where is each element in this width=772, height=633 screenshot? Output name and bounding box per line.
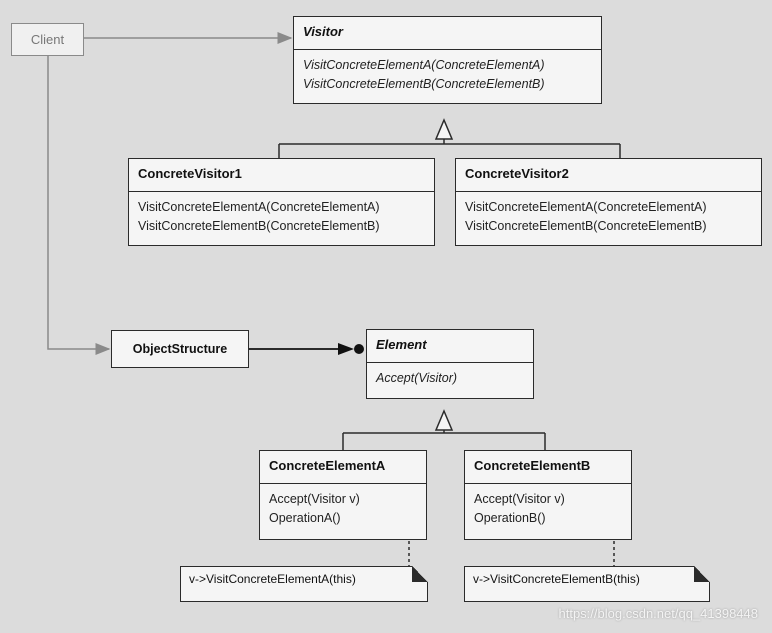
note-fold-corner — [694, 566, 710, 582]
client-to-objectstructure-arrow — [47, 56, 111, 355]
visitor-operation: VisitConcreteElementB(ConcreteElementB) — [303, 77, 545, 91]
concrete-element-b-operation: Accept(Visitor v) — [474, 492, 565, 506]
element-class: Element Accept(Visitor) — [366, 329, 534, 399]
concrete-element-b-operations: Accept(Visitor v) OperationB() — [465, 484, 631, 528]
concrete-visitor2-operation: VisitConcreteElementB(ConcreteElementB) — [465, 219, 707, 233]
concrete-element-b-class: ConcreteElementB Accept(Visitor v) Opera… — [464, 450, 632, 540]
concrete-visitor1-operations: VisitConcreteElementA(ConcreteElementA) … — [129, 192, 434, 236]
concrete-visitor1-name: ConcreteVisitor1 — [129, 159, 434, 192]
concrete-visitor2-operations: VisitConcreteElementA(ConcreteElementA) … — [456, 192, 761, 236]
watermark: https://blog.csdn.net/qq_41398448 — [558, 606, 759, 621]
object-structure-label: ObjectStructure — [132, 342, 228, 356]
concrete-visitor2-class: ConcreteVisitor2 VisitConcreteElementA(C… — [455, 158, 762, 246]
concrete-element-a-note: v->VisitConcreteElementA(this) — [180, 566, 428, 602]
concrete-visitor1-class: ConcreteVisitor1 VisitConcreteElementA(C… — [128, 158, 435, 246]
concrete-visitor2-operation: VisitConcreteElementA(ConcreteElementA) — [465, 200, 707, 214]
concrete-element-b-name: ConcreteElementB — [465, 451, 631, 484]
visitor-class: Visitor VisitConcreteElementA(ConcreteEl… — [293, 16, 602, 104]
concrete-element-a-operation: Accept(Visitor v) — [269, 492, 360, 506]
concrete-visitor2-name: ConcreteVisitor2 — [456, 159, 761, 192]
element-inheritance-tree — [342, 409, 546, 451]
concrete-element-a-class: ConcreteElementA Accept(Visitor v) Opera… — [259, 450, 427, 540]
aggregation-arrow — [249, 343, 364, 355]
visitor-inheritance-tree — [278, 118, 621, 160]
client-class: Client — [11, 23, 84, 56]
client-label: Client — [30, 32, 65, 47]
concrete-visitor1-operation: VisitConcreteElementA(ConcreteElementA) — [138, 200, 380, 214]
concrete-element-a-operation: OperationA() — [269, 511, 341, 525]
concrete-element-b-note-text: v->VisitConcreteElementB(this) — [473, 572, 640, 586]
concrete-element-b-note: v->VisitConcreteElementB(this) — [464, 566, 710, 602]
element-operation: Accept(Visitor) — [376, 371, 458, 385]
visitor-operations: VisitConcreteElementA(ConcreteElementA) … — [294, 50, 601, 94]
element-operations: Accept(Visitor) — [367, 363, 533, 388]
concrete-element-a-note-text: v->VisitConcreteElementA(this) — [189, 572, 356, 586]
concrete-visitor1-operation: VisitConcreteElementB(ConcreteElementB) — [138, 219, 380, 233]
visitor-operation: VisitConcreteElementA(ConcreteElementA) — [303, 58, 545, 72]
visitor-class-name: Visitor — [294, 17, 601, 50]
element-class-name: Element — [367, 330, 533, 363]
concrete-element-a-operations: Accept(Visitor v) OperationA() — [260, 484, 426, 528]
concrete-element-b-operation: OperationB() — [474, 511, 546, 525]
note-fold-corner — [412, 566, 428, 582]
concrete-element-a-name: ConcreteElementA — [260, 451, 426, 484]
object-structure-class: ObjectStructure — [111, 330, 249, 368]
